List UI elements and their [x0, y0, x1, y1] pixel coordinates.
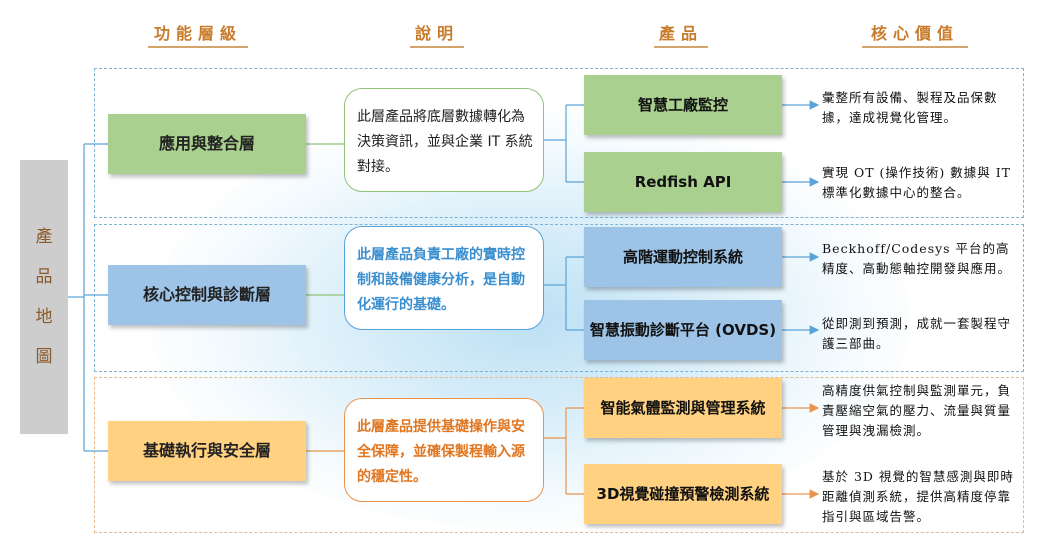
header-description: 說明 — [410, 22, 464, 48]
layer-core-control-diagnosis: 核心控制與診斷層 — [108, 265, 306, 325]
value-gas-monitoring-system: 高精度供氣控制與監測單元，負責壓縮空氣的壓力、流量與質量管理與洩漏檢測。 — [822, 383, 1012, 438]
description-base-layer: 此層產品提供基礎操作與安全保障，並確保製程輸入源的穩定性。 — [344, 398, 544, 502]
product-smart-factory-monitoring: 智慧工廠監控 — [584, 75, 782, 135]
value-redfish-api: 實現 OT (操作技術) 數據與 IT 標準化數據中心的整合。 — [822, 165, 1012, 200]
header-product: 產品 — [654, 22, 708, 48]
value-smart-factory-monitoring: 彙整所有設備、製程及品保數據，達成視覺化管理。 — [822, 90, 998, 125]
product-map-label: 產 品 地 圖 — [20, 160, 68, 434]
header-core-value: 核心價值 — [862, 22, 968, 48]
product-3d-vision-collision-system: 3D視覺碰撞預警檢測系統 — [584, 464, 782, 524]
frame-core-layer — [94, 224, 1024, 372]
value-motion-control-system: Beckhoff/Codesys 平台的高精度、高動態軸控開發與應用。 — [822, 241, 1012, 276]
frame-base-layer — [94, 377, 1024, 533]
product-gas-monitoring-system: 智能氣體監測與管理系統 — [584, 378, 782, 438]
value-3d-vision-collision-system: 基於 3D 視覺的智慧感測與即時距離偵測系統，提供高精度停靠指引與區域告警。 — [822, 469, 1014, 524]
header-layer: 功能層級 — [148, 22, 248, 48]
product-redfish-api: Redfish API — [584, 152, 782, 212]
product-map-char: 地 — [35, 307, 53, 327]
value-vibration-diagnosis-platform: 從即測到預測，成就一套製程守護三部曲。 — [822, 316, 1012, 351]
product-map-char: 產 — [35, 227, 53, 247]
layer-application-integration: 應用與整合層 — [108, 114, 306, 174]
product-map-char: 品 — [35, 267, 53, 287]
description-application-layer: 此層產品將底層數據轉化為決策資訊，並與企業 IT 系統對接。 — [344, 88, 544, 192]
product-map-char: 圖 — [35, 347, 53, 367]
product-vibration-diagnosis-platform: 智慧振動診斷平台 (OVDS) — [584, 300, 782, 360]
layer-basic-execution-safety: 基礎執行與安全層 — [108, 421, 306, 481]
description-core-layer: 此層產品負責工廠的實時控制和設備健康分析，是自動化運行的基礎。 — [344, 226, 544, 330]
product-motion-control-system: 高階運動控制系統 — [584, 227, 782, 287]
frame-application-layer — [94, 68, 1024, 218]
